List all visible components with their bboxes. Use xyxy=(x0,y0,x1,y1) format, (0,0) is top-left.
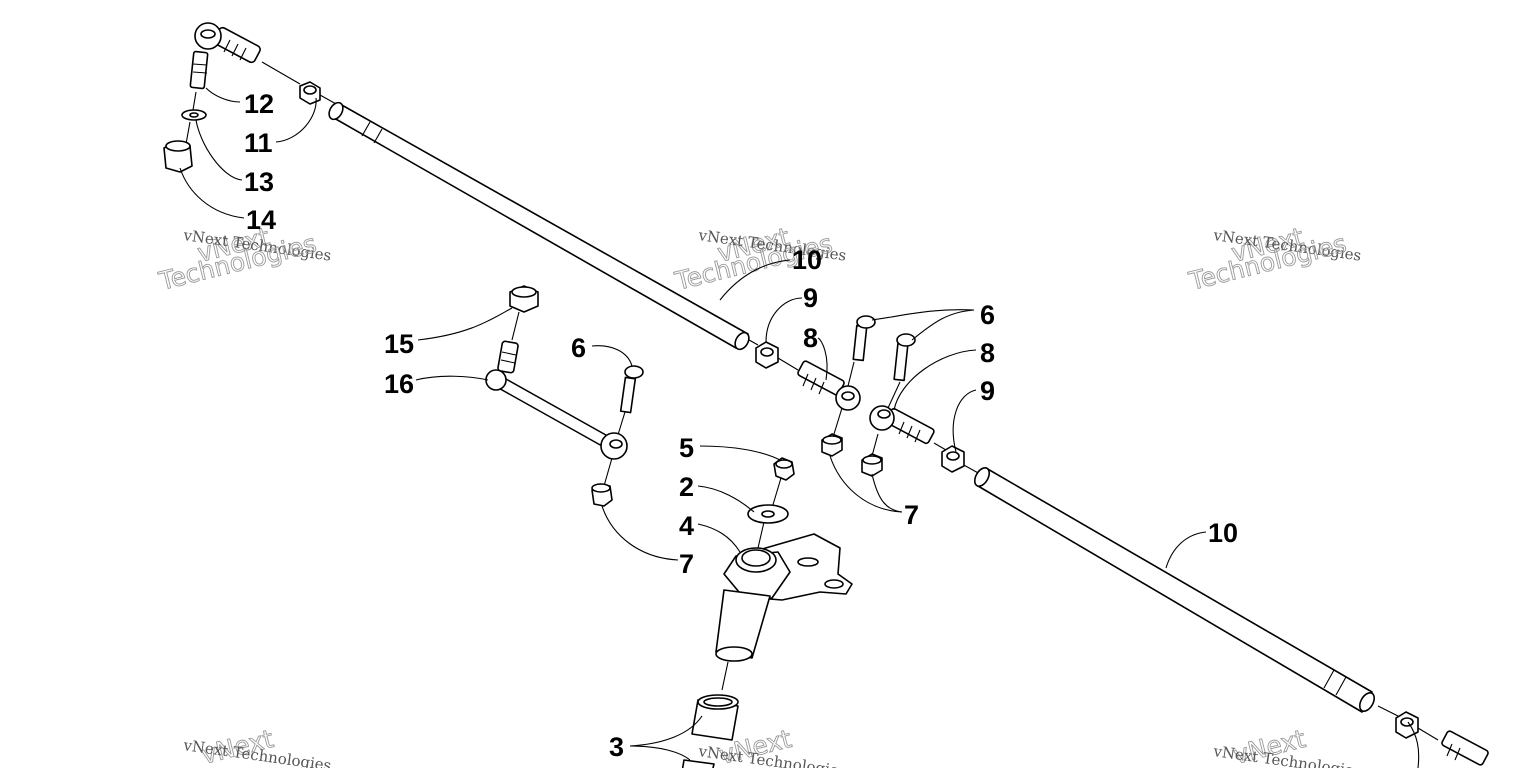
tie-rod-end-bottom-right xyxy=(1441,730,1489,766)
nut-7-mid-b xyxy=(861,453,883,477)
tie-rod-end-top xyxy=(194,22,261,64)
watermark-bottom-right: vNext vNext Technologies xyxy=(1211,724,1362,768)
tie-rod-end-8-right xyxy=(869,405,935,445)
callout-7-left: 7 xyxy=(679,549,694,579)
callout-15: 15 xyxy=(384,329,414,359)
nut-5 xyxy=(773,457,795,481)
bolt-6-mid-b xyxy=(893,333,916,382)
bolt-6-mid-a xyxy=(852,315,876,362)
callout-16: 16 xyxy=(384,369,414,399)
callout-8-left: 8 xyxy=(803,323,818,353)
callout-5: 5 xyxy=(679,433,694,463)
bushing-3-upper xyxy=(691,694,739,741)
nut-7-left xyxy=(591,483,613,507)
callout-6-left: 6 xyxy=(571,333,586,363)
tie-rod-10-upper xyxy=(328,101,750,351)
callout-3: 3 xyxy=(609,732,624,762)
washer-2 xyxy=(747,504,789,524)
tie-link-16 xyxy=(485,340,628,460)
watermark-top-right: vNext vNext Technologies Technologies xyxy=(1185,222,1362,297)
nut-15 xyxy=(509,285,539,313)
callout-14: 14 xyxy=(246,205,276,235)
callout-8-right: 8 xyxy=(980,338,995,368)
nut-9-right xyxy=(941,445,965,473)
steering-pivot-arm xyxy=(715,533,853,662)
callout-12: 12 xyxy=(244,89,274,119)
callout-11: 11 xyxy=(244,128,273,158)
callout-10-lower: 10 xyxy=(1208,518,1238,548)
nut-11 xyxy=(299,81,321,105)
callout-10-upper: 10 xyxy=(792,245,822,275)
callout-2: 2 xyxy=(679,472,694,502)
bolt-12 xyxy=(189,50,209,90)
nut-bottom-right xyxy=(1395,711,1419,739)
tie-rod-10-lower xyxy=(973,467,1376,713)
bolt-6-left xyxy=(619,365,644,414)
nut-14 xyxy=(163,140,193,173)
callout-4: 4 xyxy=(679,511,694,541)
callout-13: 13 xyxy=(244,167,274,197)
watermark-top-left: vNext vNext Technologies Technologies xyxy=(155,222,332,297)
callout-9-right: 9 xyxy=(980,376,995,406)
washer-13 xyxy=(181,109,207,121)
callout-labels: 12 11 13 14 10 9 8 6 6 8 9 7 15 16 5 2 4… xyxy=(244,89,1238,762)
callout-7-middle: 7 xyxy=(904,500,919,530)
watermark-bottom-left: vNext vNext Technologies xyxy=(181,724,332,768)
callout-6-middle: 6 xyxy=(980,300,995,330)
nut-7-mid-a xyxy=(821,433,843,457)
watermark-top-center: vNext vNext Technologies Technologies xyxy=(671,222,847,297)
callout-9-middle: 9 xyxy=(803,283,818,313)
leader-lines xyxy=(179,87,1420,768)
bushing-3-lower xyxy=(681,759,715,768)
nut-9-middle xyxy=(755,341,779,369)
tie-rod-end-8-left xyxy=(797,360,861,411)
